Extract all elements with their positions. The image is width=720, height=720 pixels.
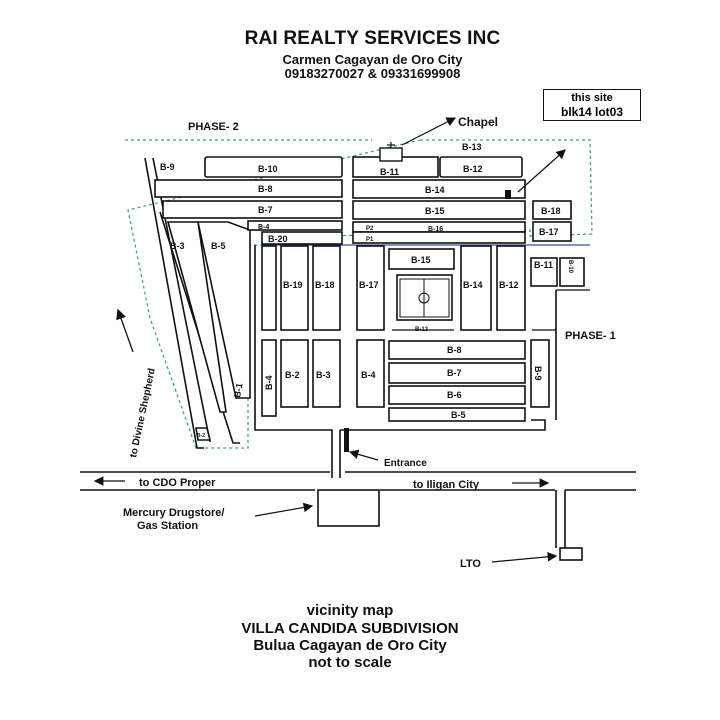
footer-location: Bulua Cagayan de Oro City — [253, 637, 447, 654]
to-iligan-label: to Iligan City — [413, 479, 480, 491]
block-b19: B-19 — [283, 280, 303, 290]
block-b8-low: B-8 — [447, 345, 462, 355]
block-b7-low: B-7 — [447, 368, 462, 378]
block-b9: B-9 — [160, 162, 175, 172]
phase2-label: PHASE- 2 — [188, 121, 239, 133]
block-b12-top: B-12 — [463, 164, 483, 174]
block-b11-right: B-11 — [534, 260, 553, 270]
block-b10-right: B-10 — [567, 260, 573, 274]
footer-subdivision: VILLA CANDIDA SUBDIVISION — [241, 620, 459, 637]
block-b12-mid: B-12 — [499, 280, 519, 290]
phase1-streets — [254, 245, 557, 478]
chapel-label: Chapel — [458, 115, 498, 129]
company-name: RAI REALTY SERVICES INC — [244, 28, 501, 49]
block-p1: P1 — [366, 237, 374, 243]
phase1-blocks — [261, 245, 585, 422]
block-p2: P2 — [366, 226, 374, 232]
block-b8-top: B-8 — [258, 184, 273, 194]
block-b6: B-6 — [447, 390, 462, 400]
callout-line1: this site — [571, 92, 613, 104]
block-b2: B-2 — [285, 370, 300, 380]
block-b5-left: B-5 — [211, 241, 226, 251]
block-b1: B-1 — [232, 382, 244, 398]
block-b11-top: B-11 — [380, 167, 399, 177]
block-b15-top: B-15 — [425, 206, 445, 216]
top-right-blocks — [352, 156, 572, 244]
block-b17-right: B-17 — [539, 227, 559, 237]
mercury-drugstore — [317, 489, 380, 527]
block-b18-mid: B-18 — [315, 280, 335, 290]
block-b7-top: B-7 — [258, 205, 273, 215]
block-b3-low: B-3 — [316, 370, 331, 380]
block-b5-low: B-5 — [451, 410, 466, 420]
block-b10: B-10 — [258, 164, 278, 174]
block-b4-top: B-4 — [258, 224, 269, 231]
block-b9-right: B-9 — [533, 366, 543, 381]
block-b18-right: B-18 — [541, 206, 561, 216]
site-marker — [505, 190, 511, 199]
block-b13: B-13 — [462, 142, 482, 152]
chapel-building — [379, 147, 403, 162]
phase2-blocks — [154, 156, 343, 245]
company-address: Carmen Cagayan de Oro City — [282, 52, 463, 67]
lto-building — [559, 547, 583, 561]
block-b14-mid: B-14 — [463, 280, 483, 290]
highway — [80, 471, 636, 491]
footer-scale-note: not to scale — [308, 654, 392, 671]
block-b13-small: B-13 — [415, 327, 429, 333]
phase1-label: PHASE- 1 — [565, 330, 616, 342]
entrance-label: Entrance — [384, 458, 427, 469]
to-cdo-label: to CDO Proper — [139, 477, 216, 489]
phase2-streets — [144, 157, 251, 449]
block-b4-low: B-4 — [264, 375, 274, 390]
block-b17-mid: B-17 — [359, 280, 379, 290]
lto-label: LTO — [460, 558, 481, 570]
block-b14-top: B-14 — [425, 185, 445, 195]
block-b3-left: B-3 — [170, 241, 185, 251]
company-phones: 09183270027 & 09331699908 — [284, 66, 461, 81]
block-b16: B-16 — [428, 226, 443, 233]
block-b20: B-20 — [268, 234, 288, 244]
to-divine-label: to Divine Shepherd — [128, 367, 158, 458]
block-b4-mid: B-4 — [361, 370, 376, 380]
site-callout: this site blk14 lot03 — [543, 89, 641, 121]
block-b15-mid: B-15 — [411, 255, 431, 265]
block-b2-tiny: B-2 — [197, 433, 205, 439]
callout-line2: blk14 lot03 — [560, 105, 624, 119]
footer-vicinity: vicinity map — [306, 602, 394, 619]
mercury-label: Mercury Drugstore/ — [123, 507, 224, 519]
gas-label: Gas Station — [137, 520, 198, 532]
